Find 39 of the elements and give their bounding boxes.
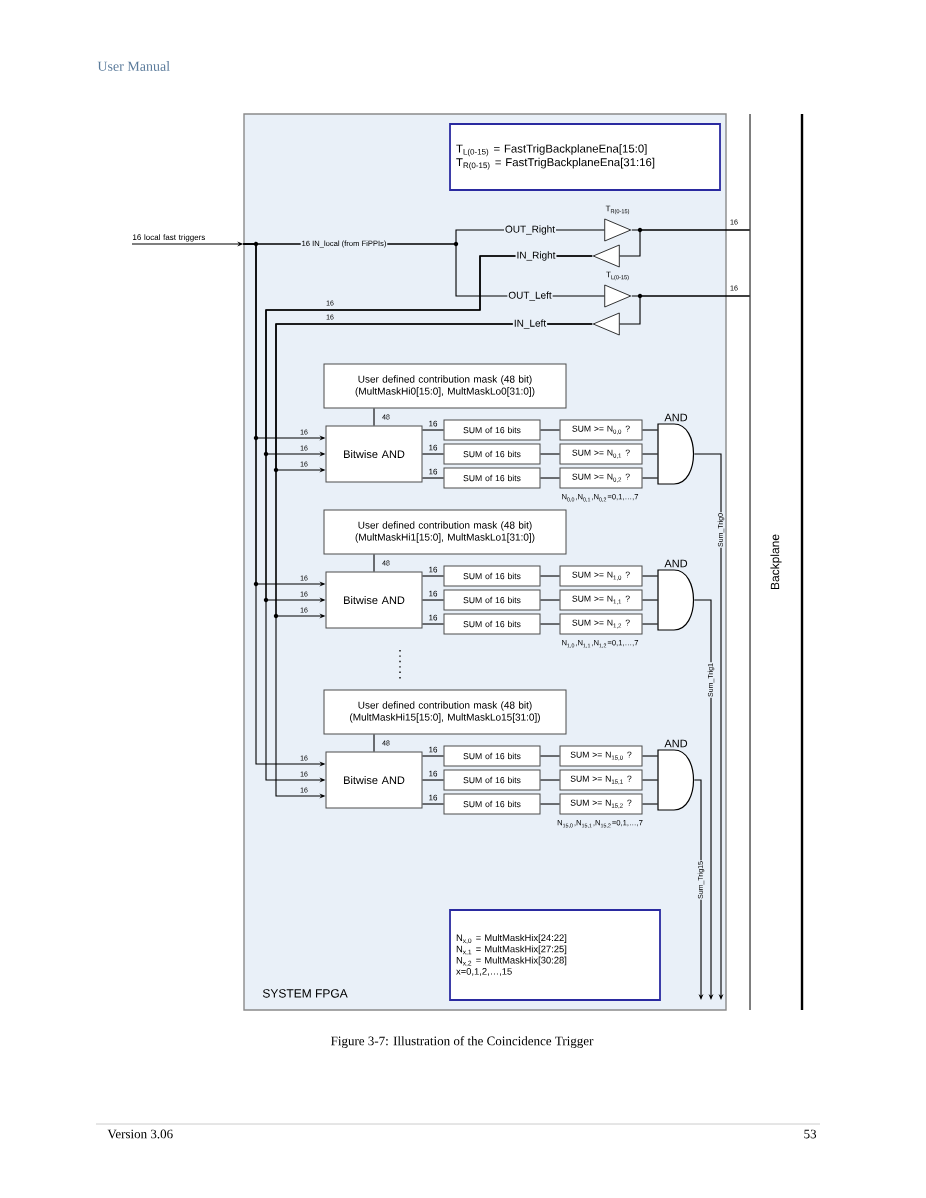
connector-line <box>421 755 445 757</box>
arrow <box>693 599 714 1000</box>
buffer-triangle <box>604 218 632 242</box>
connector-line <box>373 407 375 427</box>
connector-line <box>641 575 659 577</box>
connector-line <box>619 293 751 325</box>
connector-line <box>539 429 561 431</box>
connector-line <box>421 803 445 805</box>
buffer-triangle <box>592 244 620 268</box>
arrow <box>693 453 724 1000</box>
connector-line <box>539 803 561 805</box>
connector-line <box>641 803 659 805</box>
connector-line <box>641 453 659 455</box>
connector-line <box>421 429 445 431</box>
connector-line <box>421 779 445 781</box>
connector-line <box>421 599 445 601</box>
connector-line <box>421 477 445 479</box>
connector-line <box>641 599 659 601</box>
connector-line <box>373 553 375 573</box>
connector-line <box>641 623 659 625</box>
connector-line <box>539 599 561 601</box>
buffer-triangle <box>592 312 620 336</box>
arrow <box>693 779 704 1000</box>
connector-line <box>641 779 659 781</box>
connector-line <box>641 477 659 479</box>
connector-line <box>539 575 561 577</box>
connector-line <box>539 623 561 625</box>
connector-line <box>539 477 561 479</box>
buffer-triangle <box>604 284 632 308</box>
connector-line <box>539 755 561 757</box>
connector-line <box>421 575 445 577</box>
connector-line <box>421 453 445 455</box>
connector-line <box>641 429 659 431</box>
connector-line <box>619 227 751 257</box>
connector-line <box>539 779 561 781</box>
connector-line <box>539 453 561 455</box>
connector-line <box>641 755 659 757</box>
connector-line <box>373 733 375 753</box>
connector-line <box>421 623 445 625</box>
